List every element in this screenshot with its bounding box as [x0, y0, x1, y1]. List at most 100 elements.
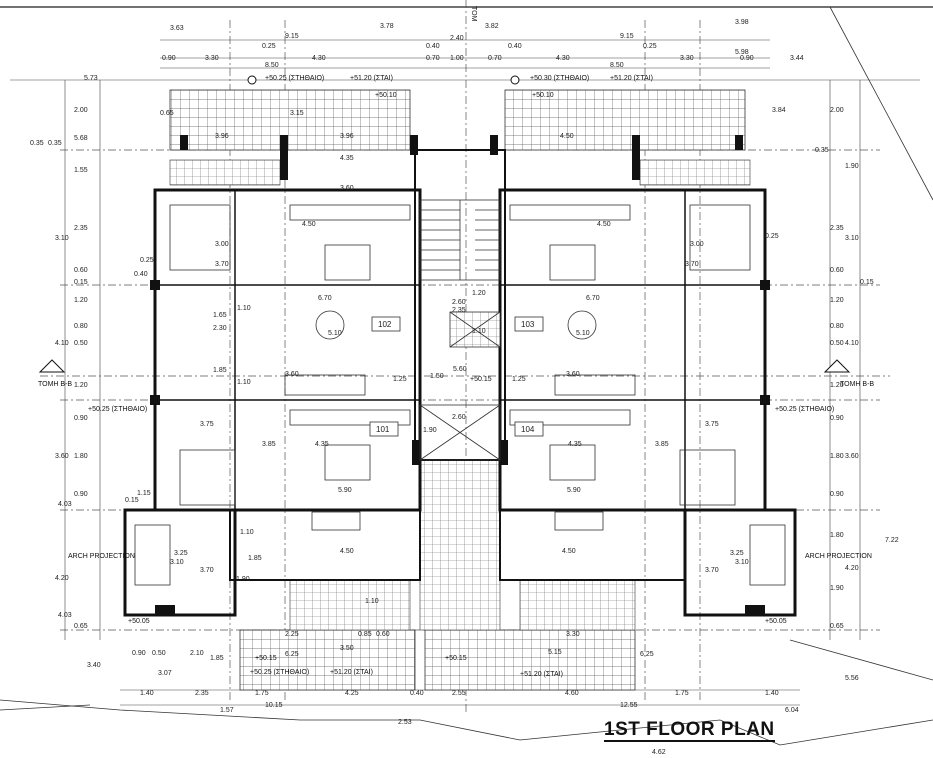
dimension-label: 2.35: [74, 225, 88, 232]
level-label: +51.20 (ΣΤΑΙ): [330, 669, 373, 676]
dimension-label: 3.00: [690, 241, 704, 248]
dimension-label: 8.50: [610, 62, 624, 69]
dimension-label: 6.70: [586, 295, 600, 302]
plan-title: 1ST FLOOR PLAN: [604, 719, 775, 742]
dimension-label: 1.20: [830, 382, 844, 389]
dimension-label: 3.50: [340, 645, 354, 652]
dimension-label: 0.70: [426, 55, 440, 62]
section-label-left: ΤΟΜΗ Β-Β: [38, 381, 72, 388]
dimension-label: 2.25: [285, 631, 299, 638]
dimension-label: 4.20: [55, 575, 69, 582]
dimension-label: 0.90: [74, 491, 88, 498]
dimension-label: 5.10: [576, 330, 590, 337]
dining-icon: [554, 511, 604, 531]
level-label: +50.15: [255, 655, 277, 662]
balcony-top-left: [169, 89, 411, 151]
table-icon: [549, 244, 596, 281]
elevator: [419, 404, 501, 461]
kitchen-counter-icon: [554, 374, 636, 396]
furniture: [134, 204, 786, 586]
dimension-label: 0.90: [132, 650, 146, 657]
dimension-label: 1.57: [220, 707, 234, 714]
sofa-icon: [289, 204, 411, 221]
staircase: [419, 199, 501, 461]
level-label: +50.25 (ΣΤΗΘΑΙΟ): [88, 406, 147, 413]
dimension-label: 3.70: [685, 261, 699, 268]
level-label: +50.05: [128, 618, 150, 625]
dimension-label: 1.20: [74, 382, 88, 389]
level-label: +50.25 (ΣΤΗΘΑΙΟ): [250, 669, 309, 676]
dimension-label: 5.56: [845, 675, 859, 682]
dimension-label: 3.15: [290, 110, 304, 117]
dimension-label: 3.75: [200, 421, 214, 428]
dimension-label: 6.70: [318, 295, 332, 302]
bed-icon: [749, 524, 786, 586]
dimension-label: 4.35: [340, 155, 354, 162]
top-dimensions: 3.63 9.15 0.25 0.90 3.30 4.30 8.50 0.40 …: [162, 19, 804, 69]
dimension-label: 1.15: [137, 490, 151, 497]
dimension-label: 0.65: [74, 623, 88, 630]
level-label: +51.20 (ΣΤΑΙ): [350, 75, 393, 82]
dimension-label: 1.55: [74, 167, 88, 174]
dimension-label: 1.90: [423, 427, 437, 434]
dimension-label: 2.10: [190, 650, 204, 657]
dining-icon: [311, 511, 361, 531]
dimension-label: 3.10: [845, 235, 859, 242]
dimension-label: 3.70: [200, 567, 214, 574]
site-boundary: [0, 6, 933, 746]
bed-icon: [134, 524, 171, 586]
level-label: +51.20 (ΣΤΑΙ): [520, 671, 563, 678]
dimension-label: 0.35: [815, 147, 829, 154]
dimension-label: 1.85: [213, 367, 227, 374]
dimension-lines: [10, 39, 920, 706]
dining-table-icon: [315, 310, 345, 340]
left-dimensions: 5.73 2.00 0.65 5.68 0.35 0.35 1.55 2.35 …: [30, 75, 174, 677]
dimension-label: 3.07: [158, 670, 172, 677]
dimension-label: 1.20: [830, 297, 844, 304]
table-icon: [324, 244, 371, 281]
dimension-label: 3.70: [705, 567, 719, 574]
bed-icon: [689, 204, 751, 271]
dimension-label: 3.85: [655, 441, 669, 448]
level-label: +51.20 (ΣΤΑΙ): [610, 75, 653, 82]
dimension-label: 0.60: [74, 267, 88, 274]
dimension-label: 3.60: [55, 453, 69, 460]
dimension-label: 3.40: [87, 662, 101, 669]
dimension-label: 1.10: [237, 379, 251, 386]
dimension-label: 3.44: [790, 55, 804, 62]
dimension-label: 1.80: [74, 453, 88, 460]
dimension-label: 1.10: [240, 529, 254, 536]
dimension-label: 4.30: [556, 55, 570, 62]
dimension-label: 5.73: [84, 75, 98, 82]
dimension-label: 4.35: [315, 441, 329, 448]
dimension-label: 0.15: [74, 279, 88, 286]
dimension-label: 3.10: [55, 235, 69, 242]
dimension-label: 6.25: [640, 651, 654, 658]
dimension-label: 0.25: [140, 257, 154, 264]
section-arrow-left-icon: [38, 359, 66, 373]
dimension-label: 3.10: [170, 559, 184, 566]
level-labels: +50.25 (ΣΤΗΘΑΙΟ) +51.20 (ΣΤΑΙ) +50.10 +5…: [68, 75, 872, 678]
level-label: +50.30 (ΣΤΗΘΑΙΟ): [530, 75, 589, 82]
dimension-label: 3.98: [735, 19, 749, 26]
dimension-label: 12.55: [620, 702, 638, 709]
dimension-label: 4.20: [845, 565, 859, 572]
dimension-label: 5.60: [453, 366, 467, 373]
dimension-label: 3.84: [772, 107, 786, 114]
bed-icon: [169, 204, 231, 271]
dimension-label: 3.10: [735, 559, 749, 566]
level-label: +50.05: [765, 618, 787, 625]
dimension-label: 0.40: [508, 43, 522, 50]
bed-icon: [679, 449, 736, 506]
dimension-label: 2.40: [450, 35, 464, 42]
dimension-label: 3.75: [705, 421, 719, 428]
section-markers: ΤΟΜΗ Β-Β ΤΟΜΗ Β-Β TOM: [38, 6, 874, 388]
dining-table-icon: [567, 310, 597, 340]
dimension-label: 3.60: [340, 185, 354, 192]
dimension-label: 4.60: [565, 690, 579, 697]
level-label: +50.10: [375, 92, 397, 99]
dimension-label: 1.20: [74, 297, 88, 304]
dimension-label: 2.35: [830, 225, 844, 232]
dimension-label: 5.10: [328, 330, 342, 337]
dimension-label: 0.50: [152, 650, 166, 657]
